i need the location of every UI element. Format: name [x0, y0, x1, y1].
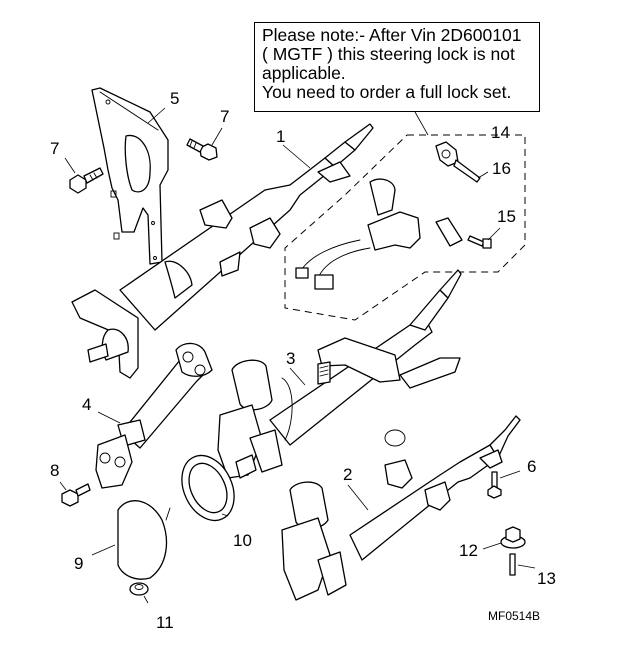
part-3-steering-column: [217, 269, 462, 479]
callout-7-left: 7: [50, 139, 60, 158]
part-13-stud: [509, 553, 516, 576]
callout-5: 5: [170, 89, 180, 108]
callout-13: 13: [537, 569, 556, 588]
part-2-steering-column: [281, 415, 521, 601]
leader-lines: [59, 107, 536, 604]
callout-1: 1: [276, 127, 286, 146]
callout-9: 9: [74, 554, 84, 573]
part-15-shear-bolt: [467, 235, 492, 249]
callout-16: 16: [492, 159, 511, 178]
part-11-washer: [129, 582, 149, 596]
part-7-bolt-right: [186, 138, 218, 161]
part-1-steering-column: [71, 123, 374, 379]
callout-7-right: 7: [220, 107, 230, 126]
callout-15: 15: [497, 207, 516, 226]
part-9-gaiter-boot: [117, 500, 171, 580]
callout-2: 2: [343, 465, 353, 484]
callout-12: 12: [459, 541, 478, 560]
note-line: ( MGTF ) this steering lock is not: [262, 44, 515, 64]
callout-3: 3: [286, 349, 296, 368]
part-14-lock-assembly: [295, 178, 463, 290]
part-12-nut: [500, 526, 526, 549]
part-16-key: [435, 141, 481, 183]
callout-4: 4: [82, 395, 92, 414]
note-line: applicable.: [262, 63, 346, 83]
callout-6: 6: [527, 457, 537, 476]
note-line: You need to order a full lock set.: [262, 82, 512, 102]
callout-14: 14: [491, 123, 510, 142]
note-line: Please note:- After Vin 2D600101: [262, 25, 522, 45]
diagram-reference-code: MF0514B: [488, 609, 541, 623]
part-10-seal-ring: [181, 454, 235, 522]
part-8-bolt: [61, 483, 91, 507]
callout-10: 10: [233, 531, 252, 550]
callout-11: 11: [156, 613, 174, 632]
callout-8: 8: [50, 461, 60, 480]
part-6-bolt: [487, 471, 502, 499]
note-box: Please note:- After Vin 2D600101 ( MGTF …: [254, 22, 540, 112]
part-7-bolt-left: [69, 167, 104, 194]
part-4-intermediate-shaft: [95, 342, 213, 489]
part-5-bracket: [91, 87, 169, 265]
lock-kit-outline: [284, 111, 526, 321]
